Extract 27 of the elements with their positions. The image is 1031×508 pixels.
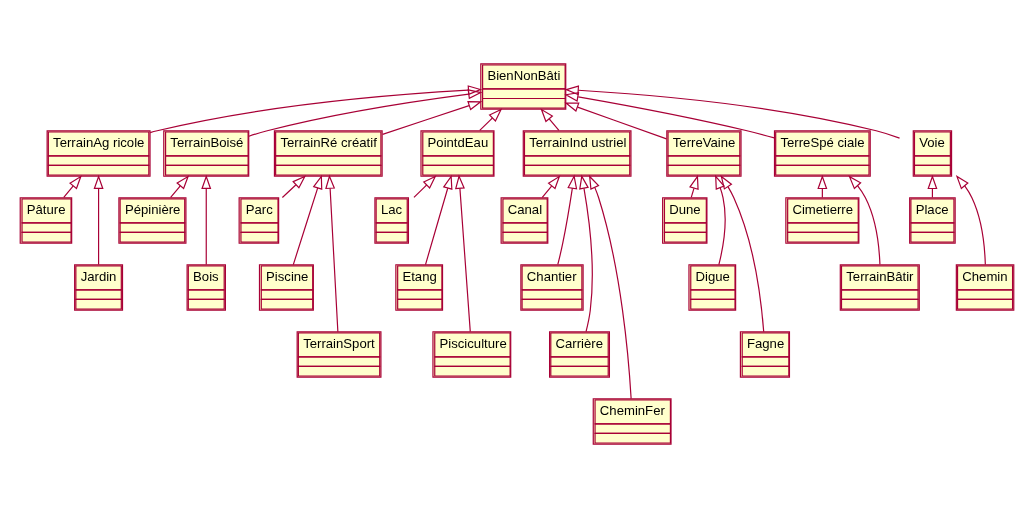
arrow xyxy=(248,89,483,137)
arrow xyxy=(848,175,881,265)
arrow xyxy=(588,174,632,400)
arrow xyxy=(292,174,323,266)
arrow xyxy=(955,175,986,266)
arrow xyxy=(564,91,775,139)
arrow xyxy=(540,108,560,132)
arrow xyxy=(63,175,82,199)
arrow xyxy=(541,175,561,199)
arrow xyxy=(382,101,483,135)
arrow xyxy=(479,108,503,132)
arrow xyxy=(93,174,104,266)
arrow xyxy=(715,174,726,266)
arrow xyxy=(149,85,483,134)
arrow xyxy=(325,174,339,333)
arrow xyxy=(454,174,471,333)
arrow xyxy=(564,85,901,139)
arrow xyxy=(413,175,437,199)
arrow xyxy=(564,102,668,140)
arrow xyxy=(201,174,212,266)
arrow xyxy=(170,175,190,199)
arrow xyxy=(281,175,307,199)
arrow xyxy=(720,175,765,333)
arrow xyxy=(579,174,593,333)
arrow xyxy=(557,174,578,266)
arrow xyxy=(424,174,453,266)
arrow xyxy=(689,174,699,199)
